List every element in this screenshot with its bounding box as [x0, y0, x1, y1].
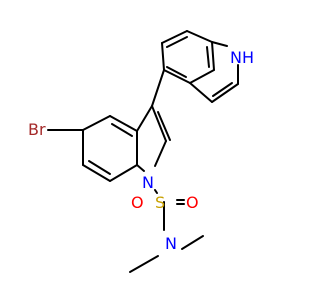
bond — [211, 41, 228, 47]
atom-amide-n-label: N — [165, 234, 177, 253]
bond — [212, 82, 233, 97]
atom-nh-label: NH — [230, 48, 254, 67]
bond — [82, 164, 111, 182]
bond — [136, 164, 145, 172]
atom-oxygen-top-label: O — [131, 193, 144, 212]
bond — [154, 140, 167, 167]
bond — [181, 235, 204, 250]
bond — [111, 123, 133, 137]
atom-bromine-label: Br — [28, 120, 46, 139]
bond — [154, 189, 158, 194]
bond — [161, 30, 188, 44]
bond — [211, 83, 239, 103]
bond — [136, 105, 153, 132]
structure-drawing: NH Br N S O O N — [28, 30, 254, 273]
atom-sulfur-label: S — [155, 193, 165, 212]
atom-oxygen-right-label: O — [186, 193, 199, 212]
bond — [166, 66, 187, 78]
bond — [189, 82, 213, 103]
atom-labels: NH Br N S O O N — [28, 48, 254, 253]
bonds — [47, 30, 239, 273]
bond — [161, 42, 165, 71]
bond — [151, 69, 165, 107]
structure-canvas: NH Br N S O O N — [28, 30, 254, 273]
bond — [129, 255, 159, 273]
bond — [88, 160, 111, 175]
bond — [206, 46, 210, 68]
bond — [109, 115, 138, 132]
bond — [163, 69, 191, 84]
bond — [166, 36, 188, 48]
bond — [151, 105, 167, 142]
bond — [82, 115, 111, 131]
bond — [109, 164, 138, 182]
bond — [157, 111, 171, 141]
bond — [211, 41, 215, 71]
atom-indole-n-label: N — [142, 173, 154, 192]
bond — [189, 69, 215, 84]
bond — [186, 30, 213, 43]
